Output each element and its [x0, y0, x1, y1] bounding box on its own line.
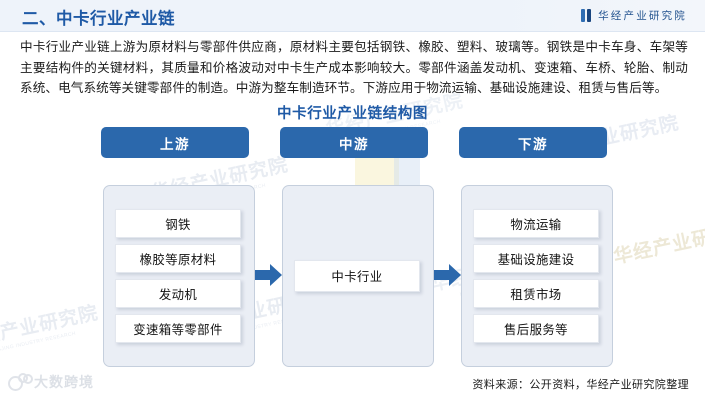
corner-watermark-label: 大数跨境: [34, 374, 94, 390]
watermark-label: 华经产业研究院: [0, 302, 101, 353]
panel-downstream: 物流运输 基础设施建设 租赁市场 售后服务等: [461, 185, 613, 367]
body-paragraph: 中卡行业产业链上游为原材料与零部件供应商，原材料主要包括钢铁、橡胶、塑料、玻璃等…: [20, 40, 688, 95]
node-list-upstream: 钢铁 橡胶等原材料 发动机 变速箱等零部件: [115, 209, 241, 343]
panel-midstream: 中卡行业: [282, 185, 434, 367]
node-item: 发动机: [115, 279, 241, 308]
arrow-right-icon: [434, 263, 462, 287]
watermark-text: 华经产业研究院 HUAJING INDUSTRY RESEARCH: [0, 298, 102, 360]
column-heading-midstream: 中游: [280, 127, 428, 158]
industry-chain-diagram: 华经产业研究院 HUAJING INDUSTRY RESEARCH 华经产业研究…: [0, 91, 705, 372]
double-bar-logo-icon: [581, 9, 592, 22]
node-list-downstream: 物流运输 基础设施建设 租赁市场 售后服务等: [473, 209, 599, 343]
node-item: 变速箱等零部件: [115, 314, 241, 343]
watermark-sublabel: HUAJING INDUSTRY RESEARCH: [0, 330, 77, 355]
node-item: 基础设施建设: [473, 244, 599, 273]
node-item: 售后服务等: [473, 314, 599, 343]
page-title: 二、中卡行业产业链: [22, 10, 175, 28]
node-item: 租赁市场: [473, 279, 599, 308]
source-note: 资料来源：公开资料，华经产业研究院整理: [472, 379, 689, 391]
column-heading-downstream: 下游: [459, 127, 607, 158]
chart-title: 中卡行业产业链结构图: [277, 106, 428, 122]
column-heading-upstream: 上游: [101, 127, 249, 158]
watermark-label: 华经产业研究院: [611, 218, 705, 269]
node-item: 物流运输: [473, 209, 599, 238]
node-item: 钢铁: [115, 209, 241, 238]
column-headings: 上游 中游 下游: [0, 127, 705, 159]
panel-upstream: 钢铁 橡胶等原材料 发动机 变速箱等零部件: [103, 185, 255, 367]
corner-watermark: 大数跨境: [8, 372, 94, 392]
rings-logo-icon: [8, 373, 33, 391]
brand-name: 华经产业研究院: [598, 10, 687, 22]
node-list-midstream: 中卡行业: [294, 186, 420, 366]
node-item: 橡胶等原材料: [115, 244, 241, 273]
node-item: 中卡行业: [294, 260, 420, 292]
arrow-right-icon: [255, 263, 283, 287]
brand-logo: 华经产业研究院: [581, 8, 687, 23]
watermark-text: 华经产业研究院: [611, 214, 705, 270]
